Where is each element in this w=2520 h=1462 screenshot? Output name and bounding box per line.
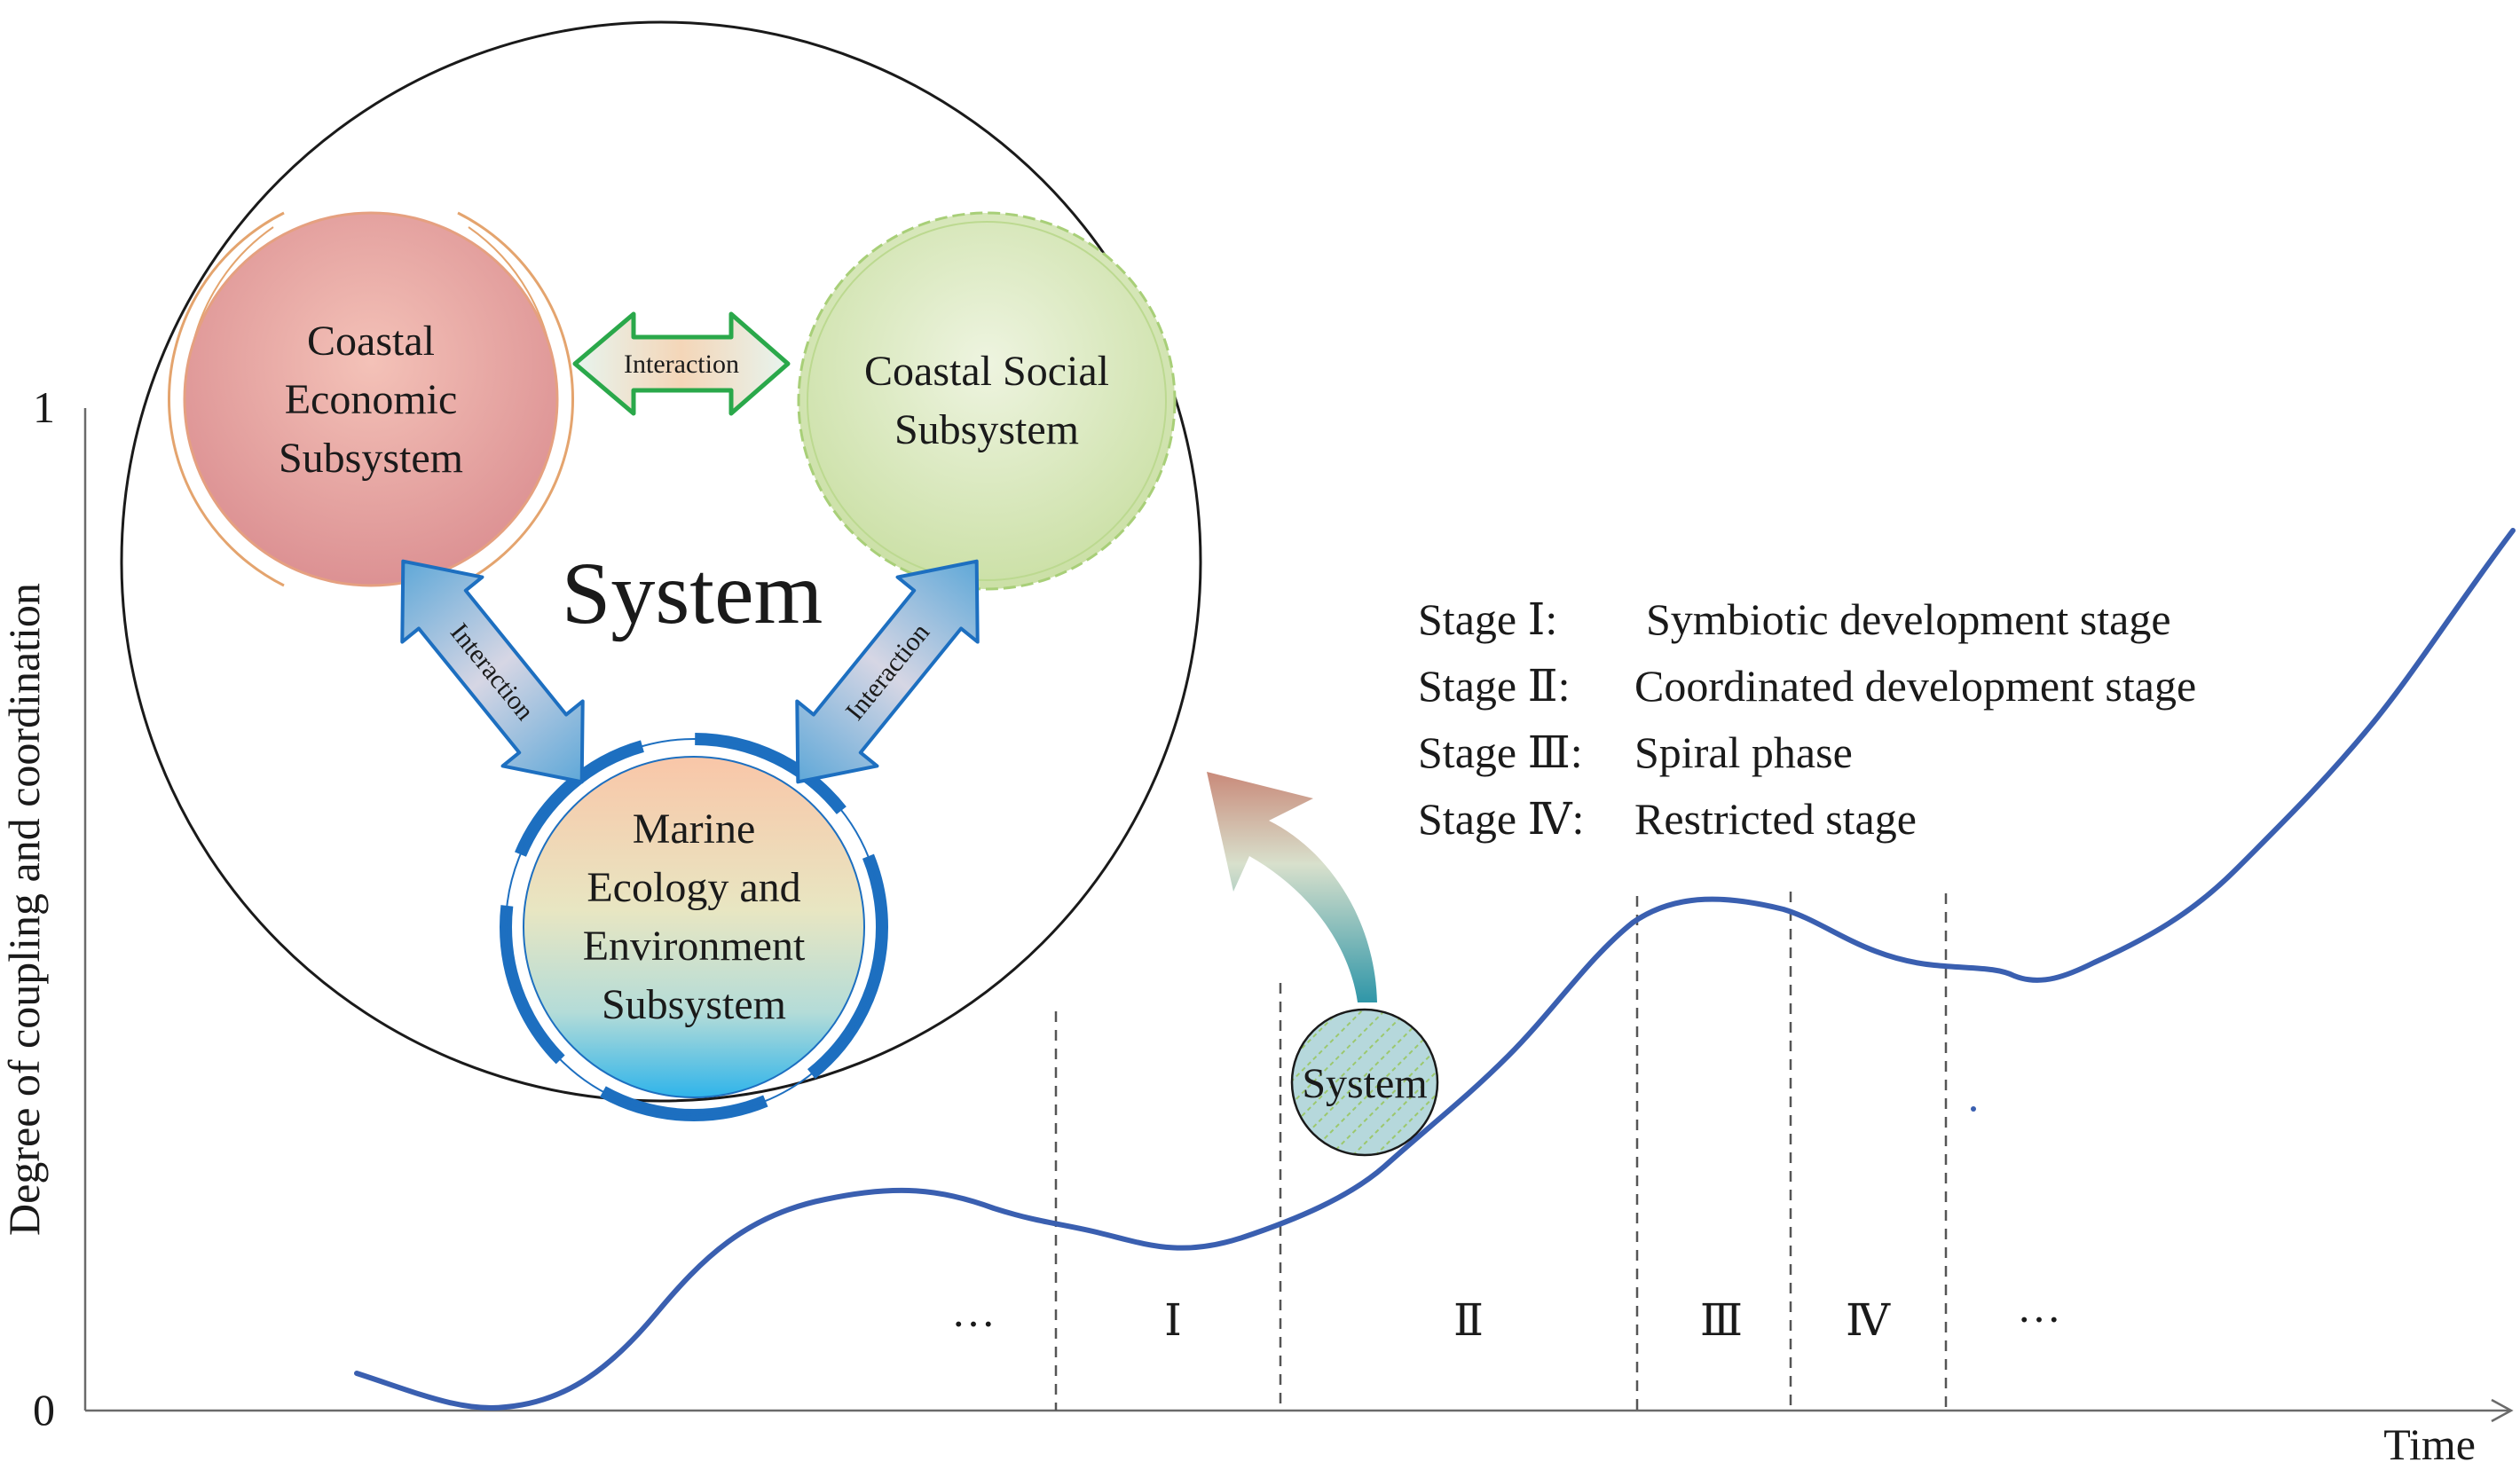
social-label-1: Coastal Social [864,348,1109,395]
stage-label-pre: … [951,1286,996,1336]
legend-desc-4: Restricted stage [1634,794,1917,844]
social-circle-edge [807,221,1167,581]
axes: 1 0 Time Degree of coupling and coordina… [0,382,2514,1462]
legend-desc-3: Spiral phase [1634,727,1853,777]
legend-stage-2: Stage Ⅱ: [1418,661,1570,711]
social-label-2: Subsystem [894,406,1079,453]
marine-subsystem: Marine Ecology and Environment Subsystem [500,733,888,1121]
social-subsystem: Coastal Social Subsystem [797,211,1177,591]
interaction-arrow-top: Interaction [572,311,791,416]
marine-label-4: Subsystem [602,981,786,1028]
stage-label-post: … [2017,1282,2061,1332]
stage-labels: … Ⅰ Ⅱ Ⅲ Ⅳ … [951,1282,2061,1345]
zoom-arrow [1207,772,1377,1002]
y-max-label: 1 [33,382,55,432]
stage-label-1: Ⅰ [1164,1295,1182,1345]
marine-ring-thin [505,738,883,1116]
coupling-curve [354,528,2516,1411]
economic-label-3: Subsystem [279,435,463,482]
marine-label-3: Environment [583,923,806,970]
stage-label-3: Ⅲ [1700,1295,1743,1345]
x-axis-arrow [2491,1398,2514,1423]
system-title: System [562,544,823,642]
y-axis-title: Degree of coupling and coordination [0,583,49,1236]
curve-dot [1971,1106,1976,1112]
economic-label-2: Economic [285,376,458,423]
small-system-label: System [1302,1060,1427,1107]
legend-stage-4: Stage Ⅳ: [1418,794,1584,844]
legend-desc-1: Symbiotic development stage [1646,594,2171,644]
economic-subsystem: Coastal Economic Subsystem [168,211,574,587]
marine-label-1: Marine [633,806,756,853]
stage-label-2: Ⅱ [1453,1295,1484,1345]
economic-label-1: Coastal [307,318,435,365]
stage-dividers [1054,892,1948,1411]
y-min-label: 0 [33,1385,55,1434]
legend-stage-1: Stage Ⅰ: [1418,594,1557,644]
legend-stage-3: Stage Ⅲ: [1418,727,1583,777]
interaction-label-top: Interaction [624,350,739,379]
economic-arc-right [457,211,574,587]
stage-legend: Stage Ⅰ: Symbiotic development stage Sta… [1418,594,2196,844]
small-system: System [1290,1008,1439,1157]
marine-circle [523,756,865,1098]
x-axis-title: Time [2383,1419,2476,1462]
stage-label-4: Ⅳ [1846,1295,1891,1345]
social-circle [797,211,1177,591]
legend-desc-2: Coordinated development stage [1634,661,2196,711]
marine-label-2: Ecology and [587,864,800,911]
economic-circle [183,211,559,587]
economic-arc-left [168,211,285,587]
small-system-circle [1290,1008,1439,1157]
system-diagram: Coastal Economic Subsystem Coastal Socia… [120,20,1202,1121]
